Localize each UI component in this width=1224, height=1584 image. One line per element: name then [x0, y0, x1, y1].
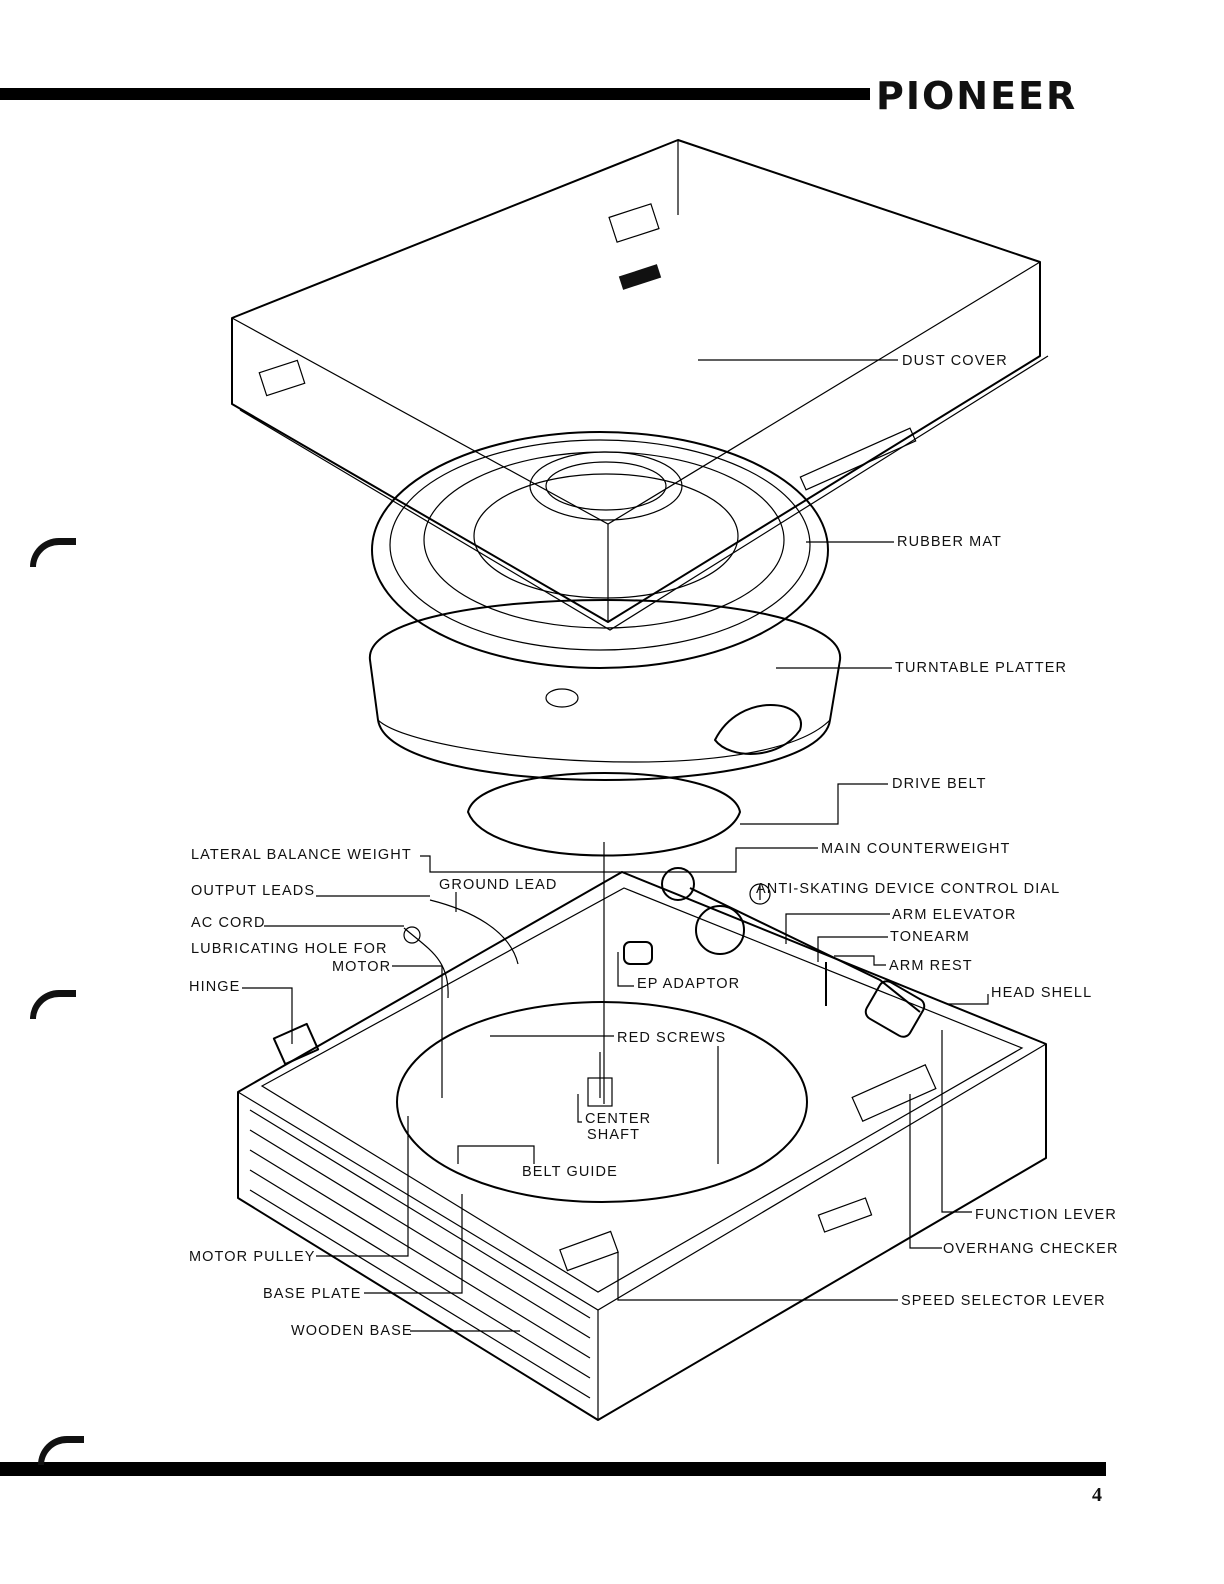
tonearm-drawing	[272, 867, 926, 1066]
label-lateral-balance-weight: LATERAL BALANCE WEIGHT	[191, 847, 412, 863]
label-motor-pulley: MOTOR PULLEY	[189, 1249, 316, 1265]
label-lubricating-hole-line2: MOTOR	[332, 959, 392, 975]
dust-cover-drawing	[231, 139, 1049, 631]
label-center-shaft-line1: CENTER	[585, 1111, 652, 1127]
label-ground-lead: GROUND LEAD	[439, 877, 558, 893]
label-rubber-mat: RUBBER MAT	[897, 534, 1002, 550]
label-arm-elevator: ARM ELEVATOR	[892, 907, 1017, 923]
label-anti-skating-dial: ANTI-SKATING DEVICE CONTROL DIAL	[756, 881, 1061, 897]
label-lubricating-hole-line1: LUBRICATING HOLE FOR	[191, 941, 388, 957]
label-arm-rest: ARM REST	[889, 958, 973, 974]
label-hinge: HINGE	[189, 979, 241, 995]
label-wooden-base: WOODEN BASE	[291, 1323, 413, 1339]
base-drawing	[237, 871, 1047, 1421]
rubber-mat-drawing	[371, 431, 829, 669]
binder-hole-mark	[38, 1436, 84, 1465]
label-main-counterweight: MAIN COUNTERWEIGHT	[821, 841, 1011, 857]
label-dust-cover: DUST COVER	[902, 353, 1008, 369]
label-drive-belt: DRIVE BELT	[892, 776, 987, 792]
label-output-leads: OUTPUT LEADS	[191, 883, 316, 899]
label-function-lever: FUNCTION LEVER	[975, 1207, 1117, 1223]
header-rule	[0, 88, 870, 100]
label-speed-selector-lever: SPEED SELECTOR LEVER	[901, 1293, 1106, 1309]
label-tonearm: TONEARM	[890, 929, 970, 945]
label-ep-adaptor: EP ADAPTOR	[637, 976, 741, 992]
page-number: 4	[1092, 1484, 1102, 1506]
label-head-shell: HEAD SHELL	[991, 985, 1093, 1001]
turntable-platter-drawing	[368, 599, 842, 857]
label-ac-cord: AC CORD	[191, 915, 266, 931]
label-center-shaft-line2: SHAFT	[587, 1127, 641, 1143]
label-base-plate: BASE PLATE	[263, 1286, 362, 1302]
binder-hole-mark	[30, 538, 76, 567]
footer-rule	[0, 1462, 1106, 1476]
leader-lines	[242, 359, 989, 1332]
label-belt-guide: BELT GUIDE	[522, 1164, 618, 1180]
binder-hole-mark	[30, 990, 76, 1019]
label-overhang-checker: OVERHANG CHECKER	[943, 1241, 1119, 1257]
cords-drawing	[403, 899, 519, 999]
label-turntable-platter: TURNTABLE PLATTER	[895, 660, 1068, 676]
label-red-screws: RED SCREWS	[617, 1030, 727, 1046]
brand-logo: PIONEER	[876, 74, 1078, 118]
